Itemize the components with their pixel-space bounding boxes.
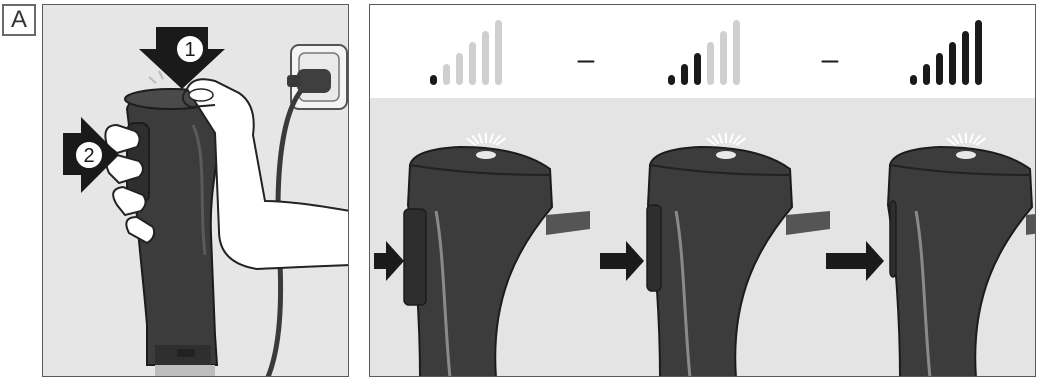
blender-body (408, 147, 552, 377)
speed-bar (456, 53, 463, 85)
speed-bar (469, 42, 476, 85)
right-panel-svg: – – (370, 5, 1036, 377)
blender-speed-2 (600, 133, 830, 377)
light-ray (959, 134, 962, 144)
left-panel-svg: 1 2 (43, 5, 349, 377)
blender-body (888, 147, 1032, 377)
speed-button (647, 205, 661, 291)
light-ray (970, 134, 973, 144)
speed-bar (482, 31, 489, 85)
blender-speed-1 (374, 133, 590, 377)
blender-speed-3 (826, 133, 1036, 377)
blender-light (956, 151, 976, 159)
blender-sequence (374, 133, 1036, 377)
step-2-number: 2 (83, 145, 94, 167)
figure-label-text: A (11, 6, 27, 34)
speed-bar (962, 31, 969, 85)
speed-bar (733, 20, 740, 85)
speed-bar (975, 20, 982, 85)
figure-label: A (2, 4, 36, 36)
speed-bar (936, 53, 943, 85)
light-ray (490, 134, 493, 144)
left-panel-illustration: 1 2 (42, 4, 349, 377)
speed-bar (443, 64, 450, 85)
blender-body (648, 147, 792, 377)
blender-cord (1026, 211, 1036, 235)
speed-bar (720, 31, 727, 85)
step-1-number: 1 (184, 39, 195, 61)
light-ray (719, 134, 722, 144)
separator-2: – (822, 43, 839, 76)
press-arrow-3 (826, 241, 884, 281)
speed-bar (430, 75, 437, 85)
light-ray (479, 134, 482, 144)
speed-bar (668, 75, 675, 85)
speed-bar (923, 64, 930, 85)
blender-light (716, 151, 736, 159)
speed-bar (694, 53, 701, 85)
speed-bar (495, 20, 502, 85)
speed-bar (949, 42, 956, 85)
speed-bar (707, 42, 714, 85)
speed-bar (910, 75, 917, 85)
light-ray (730, 134, 733, 144)
speed-bar (681, 64, 688, 85)
blender-cord (786, 211, 830, 235)
blender-cord (546, 211, 590, 235)
separator-1: – (578, 43, 595, 76)
press-arrow-2 (600, 241, 644, 281)
right-panel-speed-illustration: – – (369, 4, 1036, 377)
blender-light (476, 151, 496, 159)
speed-button (404, 209, 426, 305)
speed-button (890, 201, 896, 277)
press-arrow-1 (374, 241, 404, 281)
